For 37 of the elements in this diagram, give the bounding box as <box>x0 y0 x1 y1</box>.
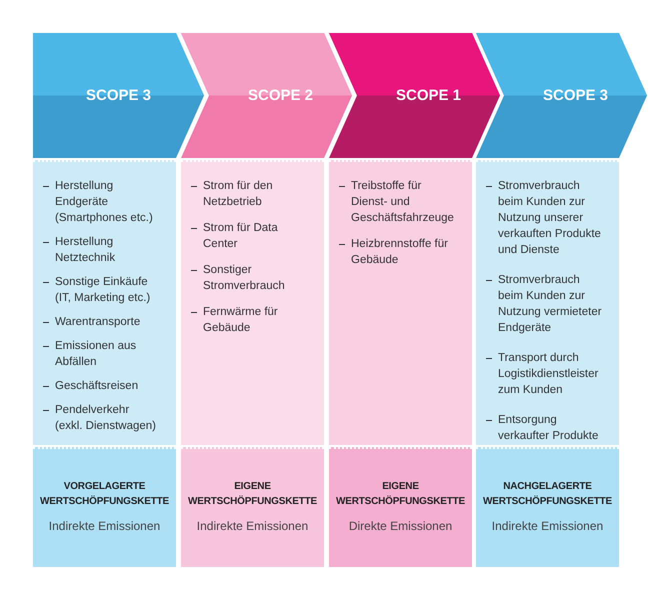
list-item: Stromverbrauch beim Kunden zur Nutzung unserer verkauften Produkte und Dienste <box>498 179 602 258</box>
list-item: Fernwärme für Gebäude <box>203 305 279 336</box>
list-item: Pendelverkehr (exkl. Dienstwagen) <box>55 403 156 434</box>
list-item: Treibstoffe für Dienst- und Geschäftsfahrzeuge <box>351 179 454 226</box>
emission-type: Indirekte Emissionen <box>490 519 604 533</box>
emission-type: Indirekte Emissionen <box>48 519 162 533</box>
footer-panel <box>329 447 472 567</box>
column-heading: NACHGELAGERTE WERTSCHÖPFUNGSKETTE <box>482 480 613 509</box>
emission-type: Direkte Emissionen <box>348 519 454 533</box>
list-item: Entsorgung verkaufter Produkte <box>498 413 600 444</box>
list-item: Geschäftsreisen <box>55 379 138 394</box>
column-panel <box>476 160 619 445</box>
scope-label: SCOPE 3 <box>86 86 152 104</box>
scope-label: SCOPE 1 <box>396 86 462 104</box>
emission-type: Indirekte Emissionen <box>196 519 310 533</box>
list-item: Stromverbrauch beim Kunden zur Nutzung vermieteter Endgeräte <box>498 273 603 336</box>
scope-label: SCOPE 2 <box>248 86 314 104</box>
list-item: Warentransporte <box>55 315 140 330</box>
column-panel <box>181 160 324 445</box>
list-item: Strom für den Netzbetrieb <box>203 179 274 210</box>
list-item: Heizbrennstoffe für Gebäude <box>351 237 449 268</box>
footer-panel <box>181 447 324 567</box>
list-item: Strom für Data Center <box>203 221 279 252</box>
column-panel <box>329 160 472 445</box>
column-heading: EIGENE WERTSCHÖPFUNGSKETTE <box>335 480 466 509</box>
list-item: Sonstige Einkäufe (IT, Marketing etc.) <box>55 275 152 306</box>
column-heading: EIGENE WERTSCHÖPFUNGSKETTE <box>187 480 318 509</box>
footer-panel <box>33 447 176 567</box>
column-heading: VORGELAGERTE WERTSCHÖPFUNGSKETTE <box>39 480 170 509</box>
list-item: Emissionen aus Abfällen <box>55 339 138 370</box>
list-item: Sonstiger Stromverbrauch <box>203 263 286 294</box>
list-item: Herstellung Endgeräte (Smartphones etc.) <box>55 179 154 226</box>
footer-panel <box>476 447 619 567</box>
list-item: Transport durch Logistikdienstleister zum Kunden <box>498 351 600 398</box>
list-item: Herstellung Netztechnik <box>55 235 116 266</box>
scope-label: SCOPE 3 <box>542 86 608 104</box>
column-panel <box>33 160 176 445</box>
